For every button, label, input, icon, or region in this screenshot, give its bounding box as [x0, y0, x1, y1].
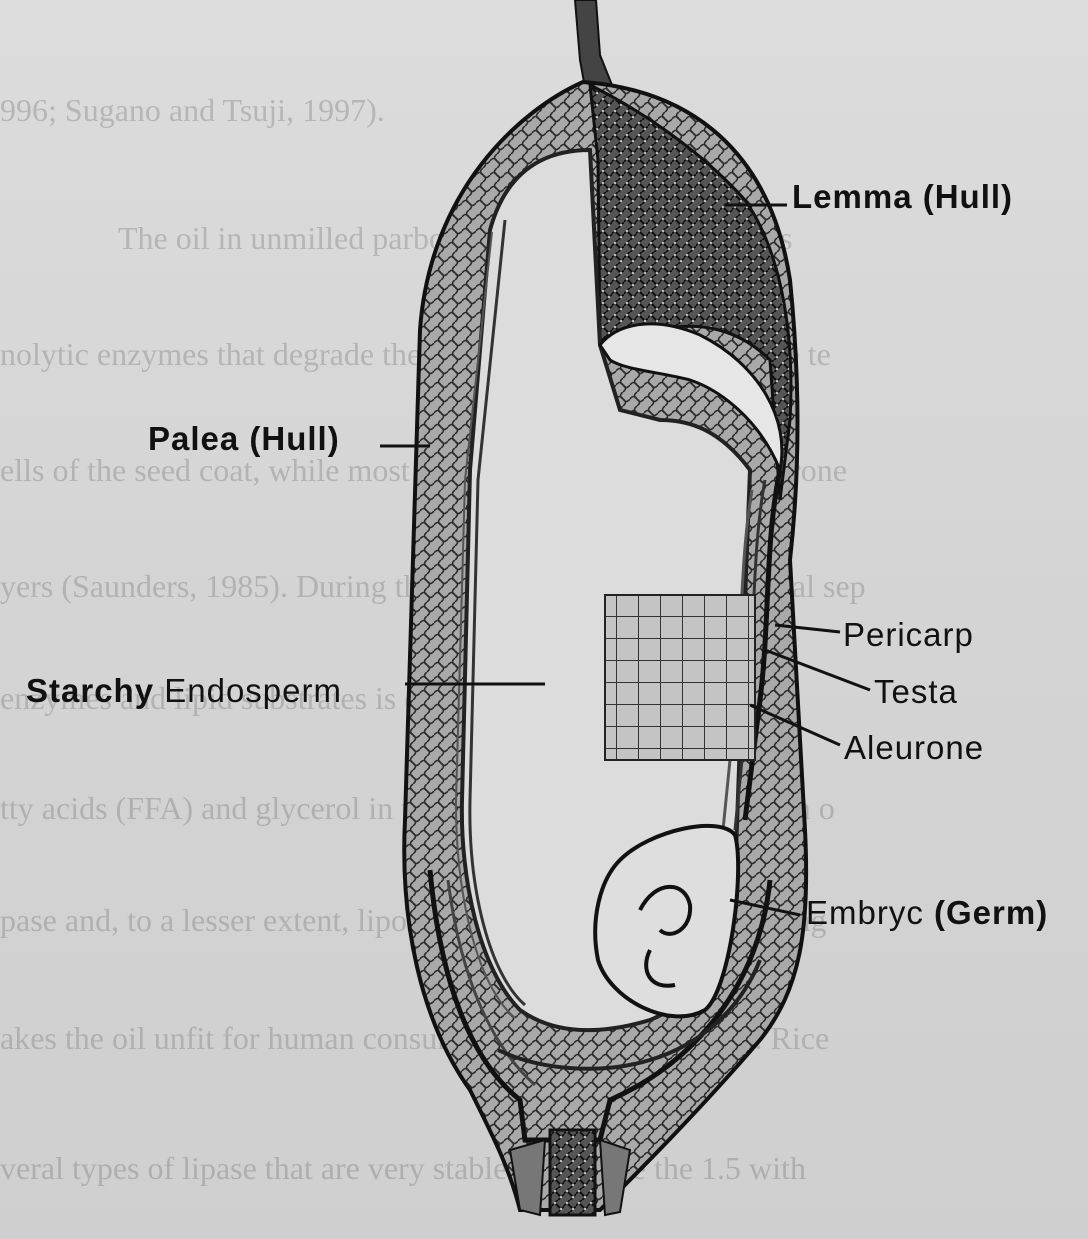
grain-stalk	[550, 1130, 595, 1215]
germ-label-bold: (Germ)	[934, 894, 1048, 931]
starchy-label-bold: Starchy	[26, 672, 154, 709]
palea-label: Palea (Hull)	[148, 420, 340, 458]
pericarp-label: Pericarp	[843, 616, 974, 654]
lemma-label: Lemma (Hull)	[792, 178, 1013, 216]
endosperm-label-text: Endosperm	[154, 672, 342, 709]
embryo-label: Embryc (Germ)	[806, 894, 1048, 932]
testa-label: Testa	[874, 673, 958, 711]
embryo-label-text: Embryc	[806, 894, 934, 931]
grain-awn	[575, 0, 612, 88]
aleurone-label: Aleurone	[844, 729, 984, 767]
starchy-endosperm-label: Starchy Endosperm	[26, 672, 342, 710]
